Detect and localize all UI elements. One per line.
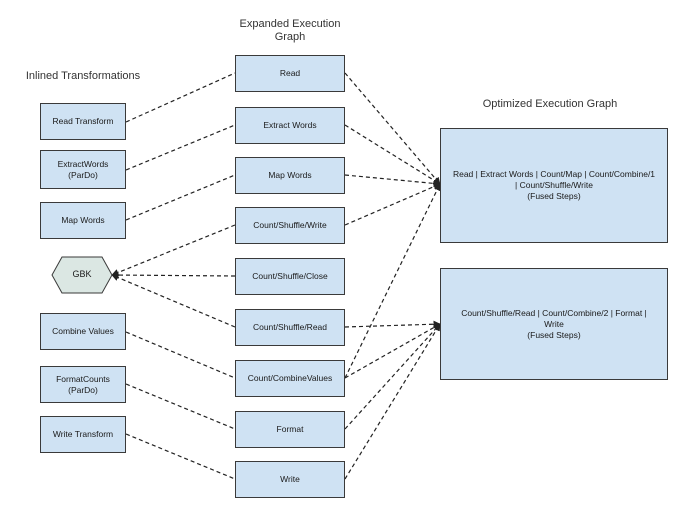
node-fused-steps-1[interactable]: Read | Extract Words | Count/Map | Count… xyxy=(440,128,668,243)
edge-count-shuffle-write-to-fused1 xyxy=(344,183,441,226)
edge-count-combinevalues-to-fused2 xyxy=(344,323,441,379)
heading-expanded-execution-graph: Expanded Execution Graph xyxy=(239,18,341,43)
node-gbk-label: GBK xyxy=(72,269,92,279)
edge-count-shuffle-read-to-fused2 xyxy=(344,320,441,328)
edge-combine-values-to-count-combinevalues xyxy=(125,331,236,379)
edge-map-words-to-fused1 xyxy=(344,174,441,187)
edge-map-words-to-map-words xyxy=(125,174,236,221)
node-combine-values[interactable]: Combine Values xyxy=(40,313,126,350)
edge-lines xyxy=(111,72,441,480)
edge-read-to-fused1 xyxy=(344,72,441,185)
node-read[interactable]: Read xyxy=(235,55,345,92)
node-count-shuffle-close[interactable]: Count/Shuffle/Close xyxy=(235,258,345,295)
gbk-hexagon-shape[interactable] xyxy=(51,256,113,294)
edge-formatcounts-to-format xyxy=(125,383,236,430)
node-fused-steps-2[interactable]: Count/Shuffle/Read | Count/Combine/2 | F… xyxy=(440,268,668,380)
node-count-combinevalues[interactable]: Count/CombineValues xyxy=(235,360,345,397)
node-format[interactable]: Format xyxy=(235,411,345,448)
node-write[interactable]: Write xyxy=(235,461,345,498)
node-map-words-expanded[interactable]: Map Words xyxy=(235,157,345,194)
edge-write-to-fused2 xyxy=(344,323,441,480)
node-count-shuffle-read[interactable]: Count/Shuffle/Read xyxy=(235,309,345,346)
heading-optimized-execution-graph: Optimized Execution Graph xyxy=(482,98,618,110)
edge-read-transform-to-read xyxy=(125,72,236,123)
edge-extractwords-to-extract-words xyxy=(125,124,236,171)
node-map-words-inlined[interactable]: Map Words xyxy=(40,202,126,239)
edge-count-shuffle-close-to-gbk xyxy=(111,271,236,279)
edge-extract-words-to-fused1 xyxy=(344,124,441,185)
node-read-transform[interactable]: Read Transform xyxy=(40,103,126,140)
heading-inlined-transformations: Inlined Transformations xyxy=(25,70,141,82)
edge-count-combinevalues-to-fused1 xyxy=(344,183,441,379)
node-write-transform[interactable]: Write Transform xyxy=(40,416,126,453)
edge-write-transform-to-write xyxy=(125,433,236,480)
edge-count-shuffle-read-to-gbk xyxy=(111,274,236,328)
edge-count-shuffle-write-to-gbk xyxy=(111,224,236,276)
node-formatcounts-pardo[interactable]: FormatCounts (ParDo) xyxy=(40,366,126,403)
node-count-shuffle-write[interactable]: Count/Shuffle/Write xyxy=(235,207,345,244)
node-extractwords-pardo[interactable]: ExtractWords (ParDo) xyxy=(40,150,126,189)
edge-format-to-fused2 xyxy=(344,323,441,430)
node-extract-words[interactable]: Extract Words xyxy=(235,107,345,144)
